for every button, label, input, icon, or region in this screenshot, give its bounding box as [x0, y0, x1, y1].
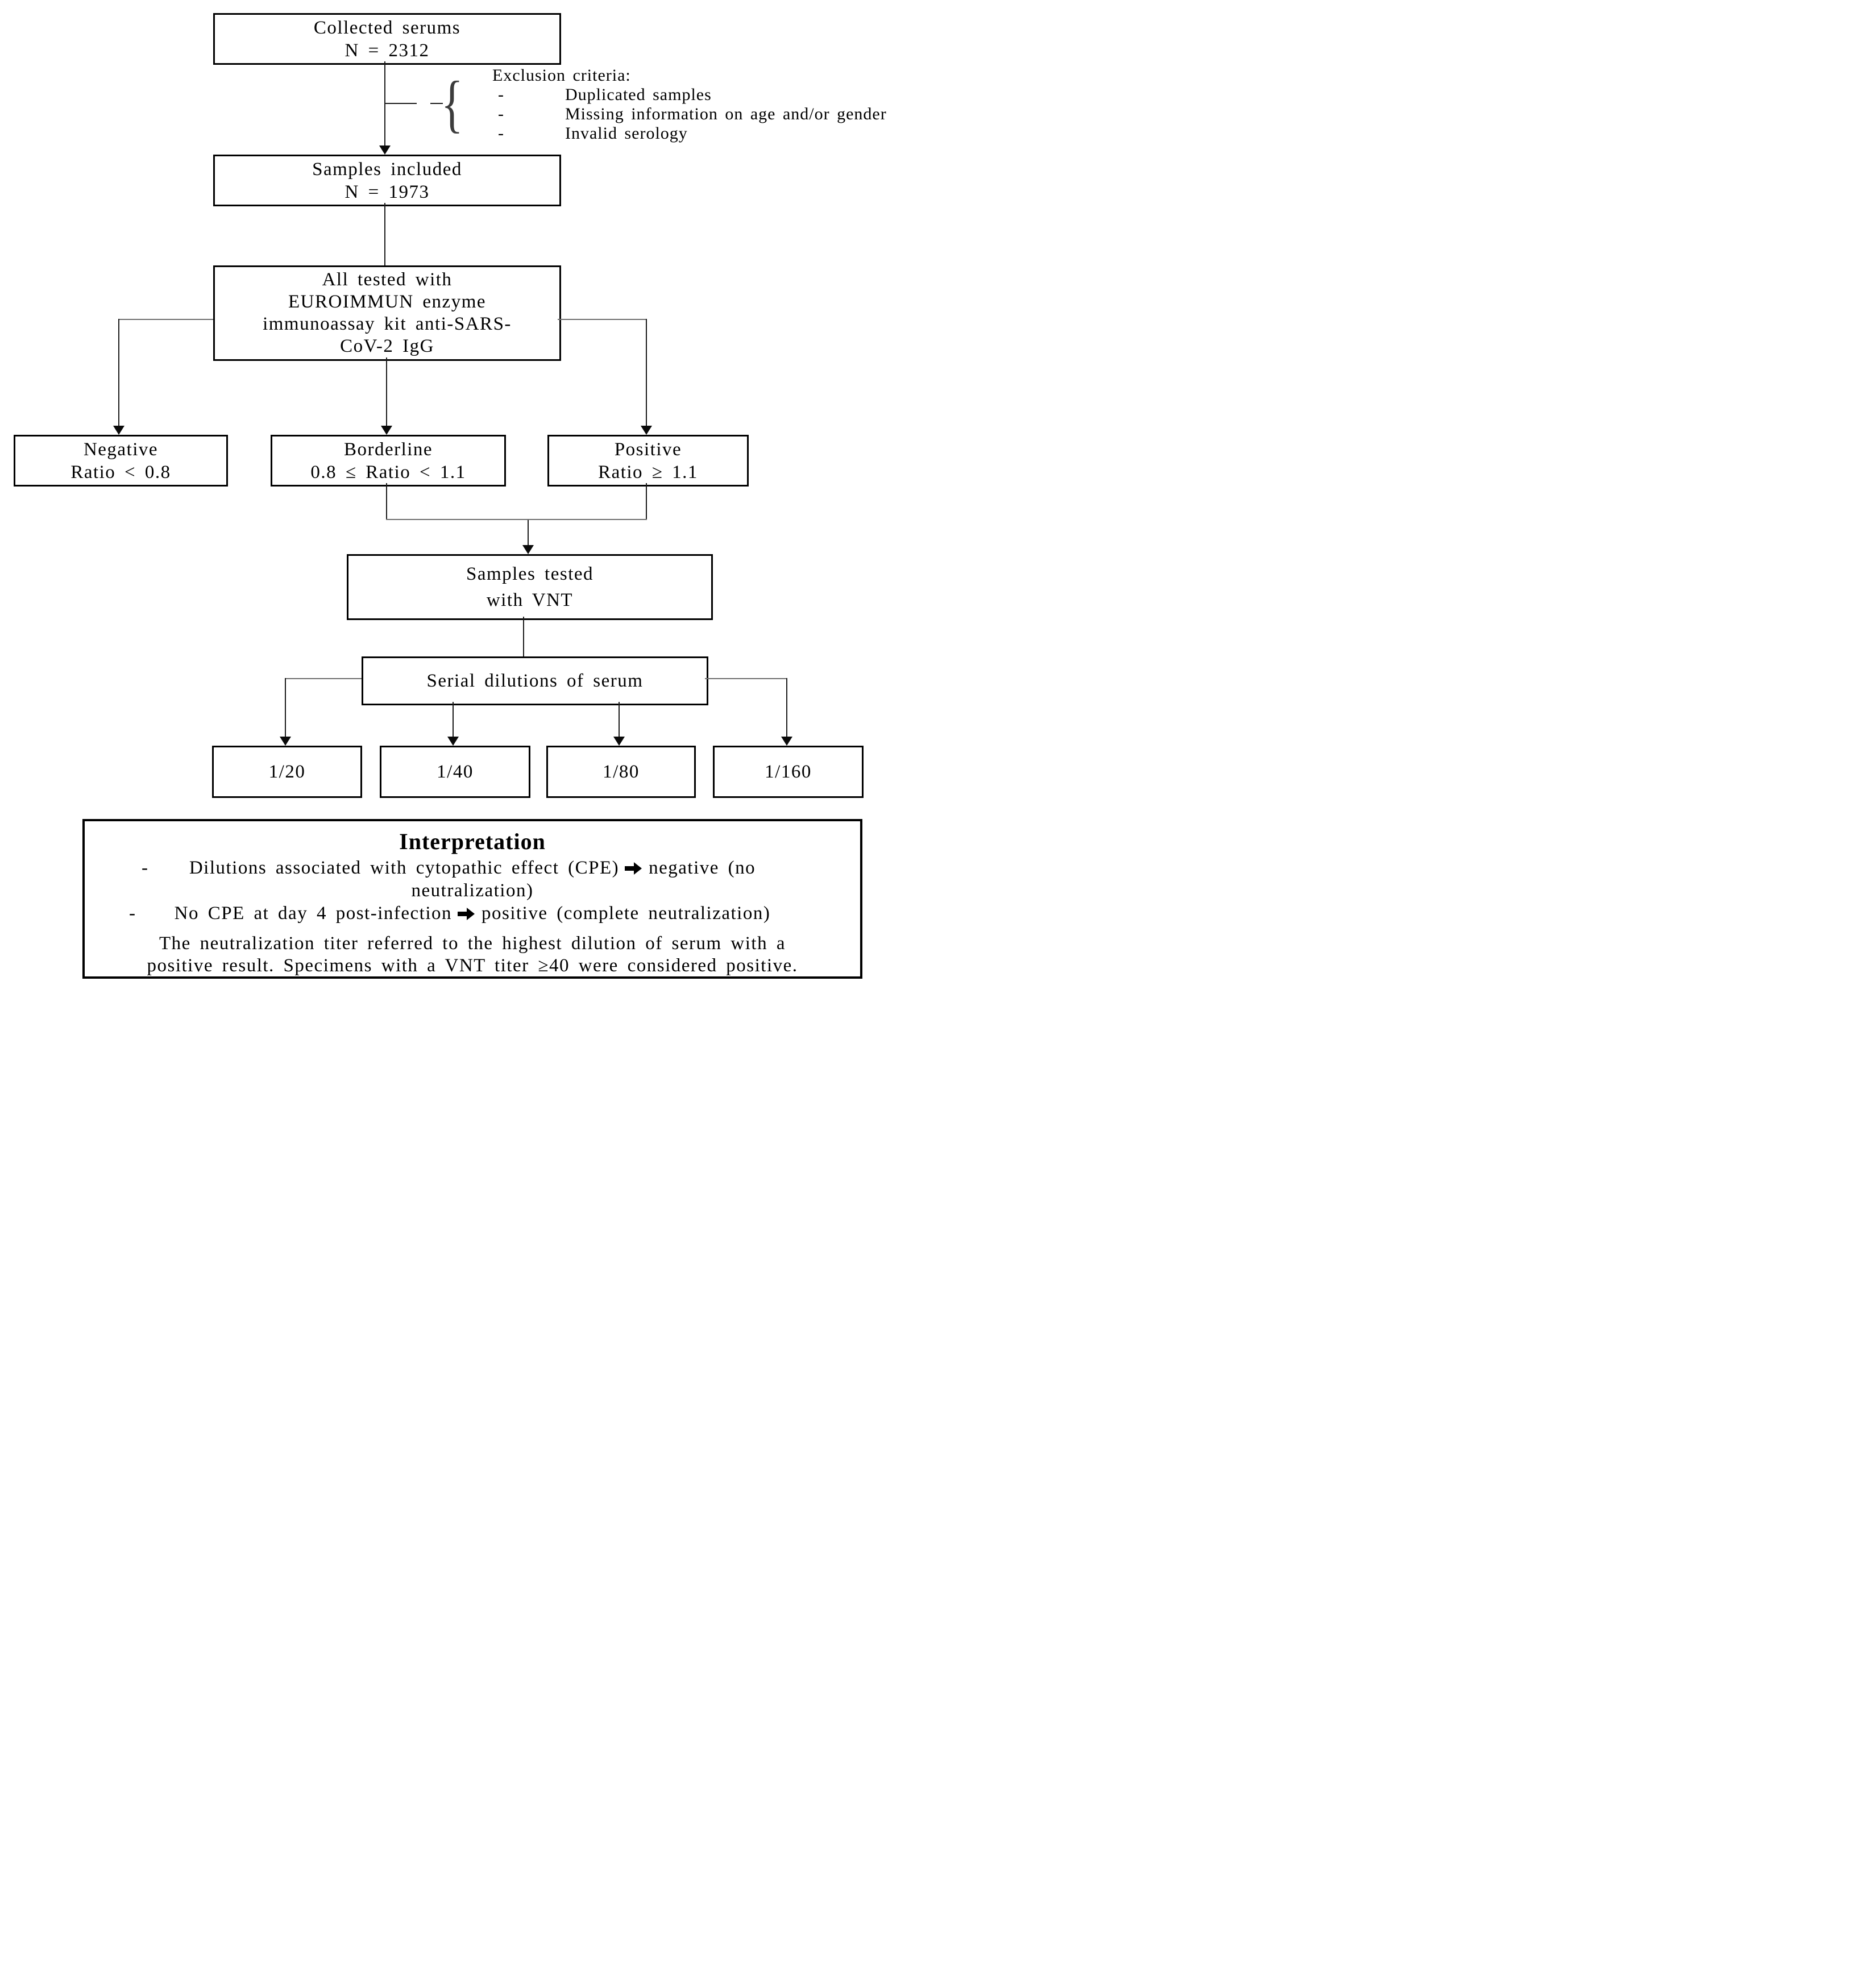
assay-line-2: EUROIMMUN enzyme	[288, 292, 487, 312]
positive-ratio: Ratio ≥ 1.1	[598, 462, 698, 483]
samples-included-count: N = 1973	[345, 181, 430, 202]
connector-drop-1-40	[453, 702, 454, 738]
flowchart-canvas: Collected serums N = 2312 Samples includ…	[0, 0, 938, 990]
exclusion-item: - Duplicated samples	[492, 85, 887, 105]
arrowhead-into-vnt	[522, 545, 534, 554]
vnt-line-2: with VNT	[486, 590, 574, 610]
connector-serial-right	[705, 678, 787, 679]
exclusion-item-text: Invalid serology	[565, 124, 688, 143]
arrowhead-into-1-20	[280, 737, 291, 746]
flow-box-dilution-1-20: 1/20	[212, 746, 362, 798]
exclusion-item-text: Duplicated samples	[565, 85, 712, 104]
flow-box-dilution-1-160: 1/160	[713, 746, 864, 798]
connector-vnt-to-serial	[523, 617, 524, 656]
samples-included-label: Samples included	[312, 159, 462, 180]
interpretation-note-line-1: The neutralization titer referred to the…	[159, 933, 786, 954]
connector-drop-1-20	[285, 678, 286, 738]
interpretation-note-line-2: positive result. Specimens with a VNT ti…	[147, 955, 798, 976]
interpretation-bullet-1-pre: Dilutions associated with cytopathic eff…	[189, 858, 620, 878]
positive-label: Positive	[614, 439, 682, 460]
vnt-line-1: Samples tested	[466, 564, 594, 584]
interpretation-bullet-2: - No CPE at day 4 post-infection positive…	[85, 902, 860, 925]
connector-drop-negative	[118, 319, 119, 427]
flow-box-dilution-1-80: 1/80	[546, 746, 696, 798]
connector-drop-positive	[646, 319, 647, 427]
connector-borderline-down	[386, 483, 387, 520]
dilution-1-40-label: 1/40	[437, 762, 474, 782]
interpretation-title: Interpretation	[399, 829, 546, 854]
assay-line-4: CoV-2 IgG	[340, 336, 434, 356]
interpretation-spacer	[85, 925, 860, 933]
exclusion-brace: {	[441, 69, 463, 139]
exclusion-criteria-block: Exclusion criteria: - Duplicated samples…	[492, 66, 887, 143]
flow-box-samples-included: Samples included N = 1973	[213, 155, 561, 206]
exclusion-item: - Invalid serology	[492, 124, 887, 143]
flow-box-collected-serums: Collected serums N = 2312	[213, 13, 561, 65]
exclusion-dash: -	[498, 124, 504, 143]
arrowhead-into-1-160	[781, 737, 792, 746]
interpretation-bullet-2-post: positive (complete neutralization)	[482, 903, 771, 924]
negative-ratio: Ratio < 0.8	[70, 462, 171, 483]
flow-box-vnt: Samples tested with VNT	[347, 554, 713, 620]
connector-drop-1-160	[786, 678, 787, 738]
interpretation-dash: -	[142, 858, 149, 878]
negative-label: Negative	[83, 439, 159, 460]
assay-line-3: immunoassay kit anti-SARS-	[263, 314, 512, 334]
interpretation-bullet-1-line-1: - Dilutions associated with cytopathic e…	[85, 857, 860, 879]
serial-dilutions-label: Serial dilutions of serum	[426, 671, 644, 691]
right-arrow-icon	[458, 908, 475, 920]
connector-merge-to-vnt	[528, 520, 529, 546]
interpretation-bullet-1-line-2: neutralization)	[411, 880, 534, 901]
dilution-1-20-label: 1/20	[268, 762, 306, 782]
arrowhead-into-negative	[113, 426, 124, 435]
flow-box-borderline: Borderline 0.8 ≤ Ratio < 1.1	[271, 435, 506, 487]
interpretation-bullet-2-pre: No CPE at day 4 post-infection	[174, 903, 452, 924]
connector-collected-to-included	[384, 61, 385, 147]
flow-box-dilution-1-40: 1/40	[380, 746, 530, 798]
arrowhead-into-1-40	[447, 737, 459, 746]
connector-serial-left	[285, 678, 362, 679]
interpretation-box: Interpretation - Dilutions associated wi…	[82, 819, 862, 979]
dilution-1-160-label: 1/160	[765, 762, 812, 782]
exclusion-item-text: Missing information on age and/or gender	[565, 105, 887, 123]
exclusion-dash: -	[498, 85, 504, 104]
collected-serums-label: Collected serums	[313, 17, 461, 38]
right-arrow-icon	[625, 862, 642, 875]
connector-drop-borderline	[386, 357, 387, 427]
connector-branch-left	[118, 319, 213, 320]
flow-box-serial-dilutions: Serial dilutions of serum	[362, 656, 708, 705]
exclusion-title: Exclusion criteria:	[492, 66, 631, 85]
assay-line-1: All tested with	[322, 269, 453, 290]
arrowhead-into-borderline	[381, 426, 392, 435]
flow-box-negative: Negative Ratio < 0.8	[14, 435, 228, 487]
arrowhead-into-positive	[641, 426, 652, 435]
flow-box-euroimmun-assay: All tested with EUROIMMUN enzyme immunoa…	[213, 265, 561, 361]
dilution-1-80-label: 1/80	[603, 762, 640, 782]
connector-drop-1-80	[619, 702, 620, 738]
connector-branch-right	[558, 319, 647, 320]
connector-positive-down	[646, 483, 647, 520]
borderline-ratio: 0.8 ≤ Ratio < 1.1	[310, 462, 466, 483]
exclusion-dash: -	[498, 105, 504, 123]
connector-brace-tick	[430, 103, 443, 104]
collected-serums-count: N = 2312	[345, 40, 430, 61]
connector-exclusion-tick	[385, 103, 417, 104]
borderline-label: Borderline	[343, 439, 433, 460]
connector-merge-line	[386, 519, 647, 520]
connector-included-to-assay	[384, 203, 385, 265]
arrowhead-into-1-80	[613, 737, 625, 746]
interpretation-dash: -	[129, 903, 136, 924]
flow-box-positive: Positive Ratio ≥ 1.1	[547, 435, 749, 487]
arrowhead-into-included	[379, 145, 391, 155]
exclusion-item: - Missing information on age and/or gend…	[492, 105, 887, 124]
interpretation-bullet-1-post: negative (no	[649, 858, 756, 878]
